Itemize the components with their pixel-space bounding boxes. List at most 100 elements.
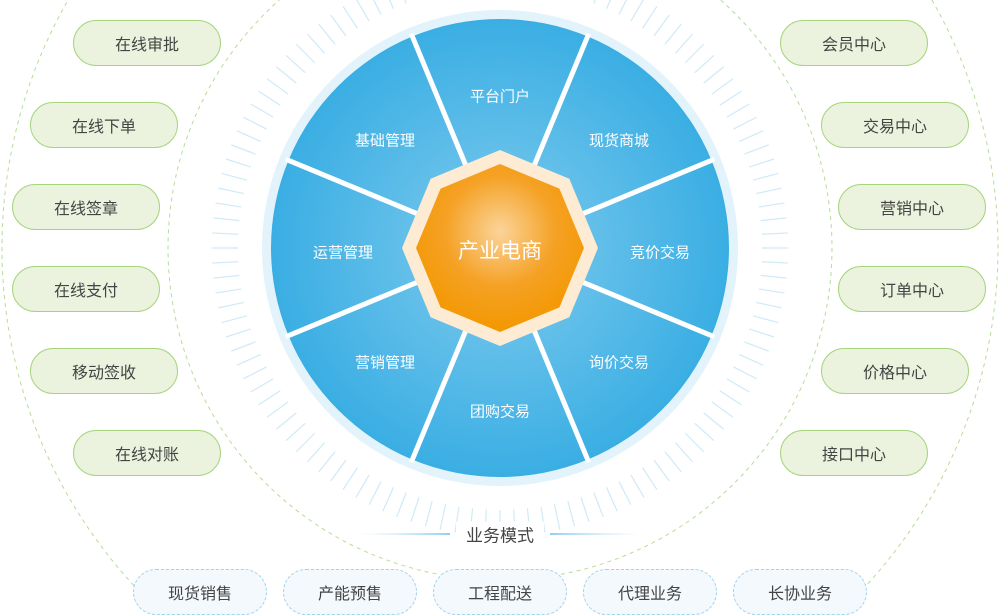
tick-mark: [618, 0, 628, 15]
left-item[interactable]: 在线下单: [30, 102, 178, 148]
tick-mark: [306, 33, 326, 54]
tick-mark: [221, 172, 248, 181]
tick-mark: [215, 288, 242, 294]
segment-bidding[interactable]: 竞价交易: [629, 243, 691, 262]
segment-basic-mgmt[interactable]: 基础管理: [354, 131, 416, 150]
tick-mark: [703, 66, 725, 84]
tick-mark: [454, 506, 460, 533]
tick-mark: [744, 144, 770, 155]
tick-mark: [760, 274, 787, 279]
tick-mark: [694, 422, 715, 442]
core-octagon: [416, 164, 584, 332]
tick-mark: [653, 459, 670, 482]
segment-marketing-mgmt[interactable]: 营销管理: [354, 353, 416, 372]
tick-mark: [230, 341, 256, 352]
segment-divider: [572, 276, 716, 340]
outer-dashed-ring: [837, 0, 999, 615]
tick-mark: [664, 23, 682, 45]
tick-mark: [630, 474, 645, 498]
tick-mark: [674, 442, 694, 463]
tick-mark: [756, 187, 782, 195]
inner-dashed-ring: [499, 0, 833, 581]
tick-mark: [703, 412, 725, 430]
tick-mark: [218, 187, 244, 195]
mode-item[interactable]: 工程配送: [433, 569, 567, 615]
segment-spot-mall[interactable]: 现货商城: [588, 131, 650, 150]
segment-group-buy[interactable]: 团购交易: [469, 402, 531, 421]
segment-divider: [528, 320, 592, 464]
left-item[interactable]: 在线对账: [73, 430, 221, 476]
tick-mark: [318, 451, 336, 473]
tick-mark: [266, 78, 289, 95]
tick-mark: [330, 14, 347, 37]
segment-divider: [284, 276, 428, 340]
tick-mark: [553, 504, 561, 530]
mode-item[interactable]: 长协业务: [733, 569, 867, 615]
tick-mark: [266, 401, 289, 418]
left-item[interactable]: 移动签收: [30, 348, 178, 394]
tick-mark: [213, 274, 240, 279]
tick-mark: [250, 378, 274, 393]
tick-mark: [630, 0, 644, 22]
left-item[interactable]: 在线审批: [73, 20, 221, 66]
right-item[interactable]: 营销中心: [838, 184, 986, 230]
tick-mark: [258, 390, 281, 406]
tick-mark: [439, 504, 447, 530]
mode-item[interactable]: 产能预售: [283, 569, 417, 615]
tick-mark: [653, 14, 670, 37]
mode-item[interactable]: 现货销售: [133, 569, 267, 615]
segment-inquiry[interactable]: 询价交易: [588, 353, 650, 372]
tick-mark: [756, 301, 782, 309]
right-item[interactable]: 接口中心: [780, 430, 928, 476]
right-item[interactable]: 交易中心: [821, 102, 969, 148]
tick-mark: [606, 487, 618, 512]
segment-platform-portal[interactable]: 平台门户: [469, 87, 531, 106]
tick-mark: [567, 500, 576, 527]
tick-mark: [711, 78, 734, 95]
tick-mark: [424, 500, 433, 527]
left-item[interactable]: 在线支付: [12, 266, 160, 312]
segment-operations-mgmt[interactable]: 运营管理: [312, 243, 374, 262]
tick-mark: [372, 0, 382, 15]
tick-mark: [285, 422, 306, 442]
segment-divider: [408, 320, 472, 464]
tick-mark: [760, 217, 787, 222]
right-item[interactable]: 价格中心: [821, 348, 969, 394]
tick-mark: [342, 467, 358, 490]
tick-mark: [243, 116, 267, 130]
tick-mark: [368, 481, 382, 505]
tick-mark: [733, 366, 757, 380]
right-item[interactable]: 会员中心: [780, 20, 928, 66]
tick-mark: [580, 496, 590, 523]
tick-mark: [388, 0, 394, 9]
tick-mark: [752, 315, 779, 324]
mode-item[interactable]: 代理业务: [583, 569, 717, 615]
tick-mark: [748, 158, 775, 168]
tick-mark: [275, 412, 297, 430]
core-label: 产业电商: [458, 239, 542, 263]
tick-mark: [684, 432, 705, 453]
segment-divider: [528, 32, 592, 176]
tick-mark: [275, 66, 297, 84]
tick-mark: [243, 366, 267, 380]
tick-mark: [404, 0, 407, 4]
tick-mark: [212, 261, 239, 264]
tick-mark: [356, 0, 370, 22]
tick-mark: [748, 328, 775, 338]
tick-mark: [739, 130, 764, 142]
tick-mark: [258, 90, 281, 106]
tick-mark: [230, 144, 256, 155]
tick-mark: [719, 90, 742, 106]
left-item[interactable]: 在线签章: [12, 184, 160, 230]
tick-mark: [330, 459, 347, 482]
tick-mark: [236, 130, 261, 142]
tick-mark: [225, 328, 252, 338]
tick-mark: [225, 158, 252, 168]
right-item[interactable]: 订单中心: [838, 266, 986, 312]
tick-mark: [318, 23, 336, 45]
tick-mark: [606, 0, 612, 9]
tick-mark: [642, 467, 658, 490]
tick-mark: [739, 354, 764, 366]
